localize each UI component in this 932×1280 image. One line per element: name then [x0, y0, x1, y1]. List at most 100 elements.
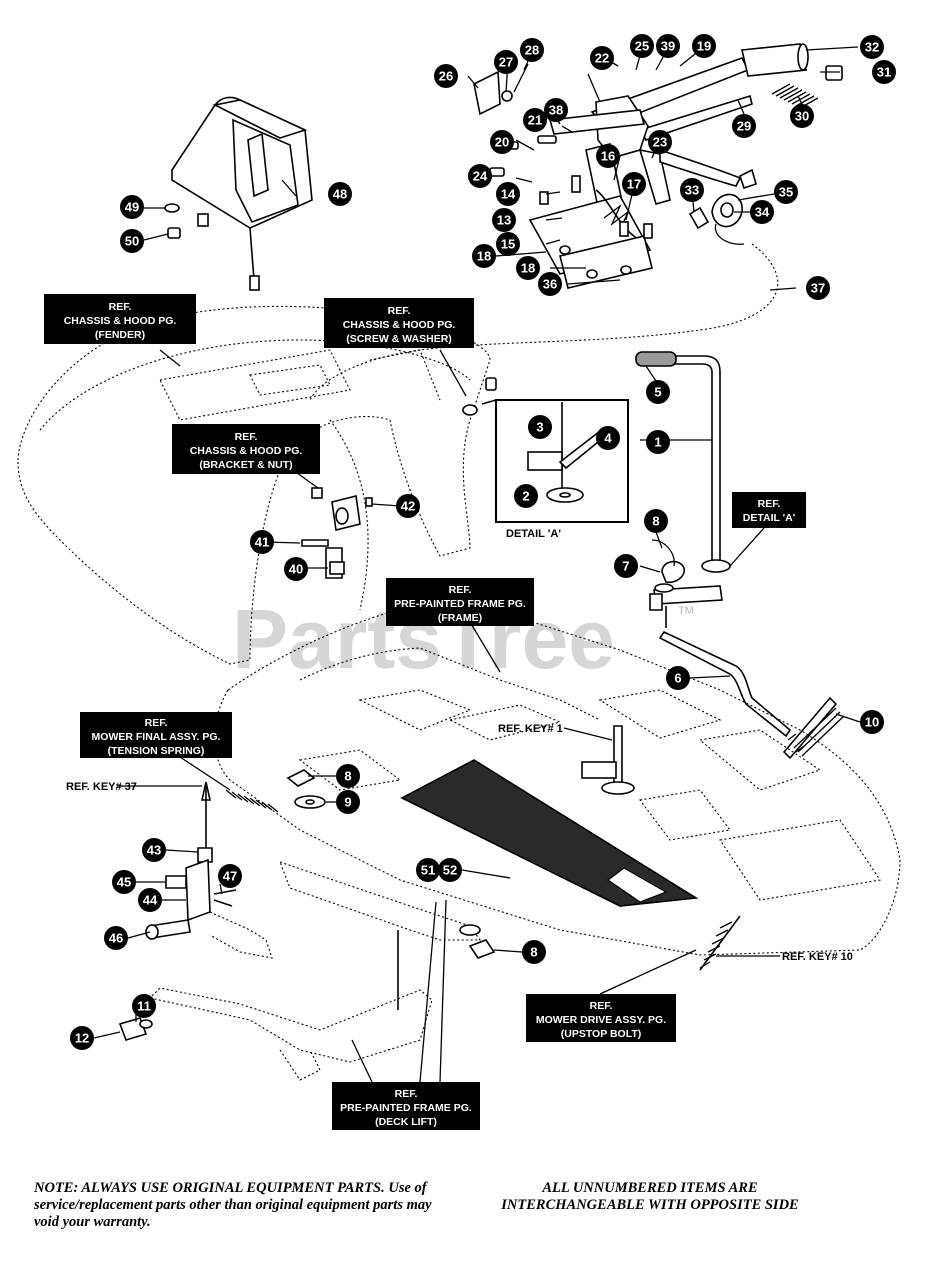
bracket-nut-parts	[301, 377, 497, 579]
svg-text:25: 25	[635, 39, 649, 54]
callout-40: 40	[284, 557, 308, 581]
callout-31: 31	[872, 60, 896, 84]
svg-text:MOWER FINAL ASSY. PG.: MOWER FINAL ASSY. PG.	[92, 731, 221, 743]
ref-key-10-label: REF. KEY# 10	[782, 951, 853, 963]
svg-text:10: 10	[865, 715, 879, 730]
callout-9: 9	[336, 790, 360, 814]
svg-text:(SCREW & WASHER): (SCREW & WASHER)	[346, 333, 452, 345]
ref-key-37-label: REF. KEY# 37	[66, 781, 137, 793]
leader-lines	[93, 45, 861, 1083]
callout-29: 29	[732, 114, 756, 138]
svg-text:CHASSIS & HOOD PG.: CHASSIS & HOOD PG.	[64, 315, 177, 327]
svg-text:33: 33	[685, 183, 699, 198]
footer-interchange-note: ALL UNNUMBERED ITEMS ARE INTERCHANGEABLE…	[501, 1180, 799, 1213]
ref-key-1-lever	[581, 725, 635, 795]
callout-27: 27	[494, 50, 518, 74]
svg-text:5: 5	[654, 385, 661, 400]
footer-note: NOTE: ALWAYS USE ORIGINAL EQUIPMENT PART…	[34, 1180, 432, 1230]
svg-text:26: 26	[439, 69, 453, 84]
callout-18b: 18	[516, 256, 540, 280]
svg-text:20: 20	[495, 135, 509, 150]
callout-3: 3	[528, 415, 552, 439]
callout-43: 43	[142, 838, 166, 862]
svg-text:REF.: REF.	[758, 498, 781, 510]
ref-box-bracket-nut: REF. CHASSIS & HOOD PG. (BRACKET & NUT)	[172, 424, 320, 474]
svg-text:51: 51	[421, 863, 435, 878]
svg-text:CHASSIS & HOOD PG.: CHASSIS & HOOD PG.	[190, 445, 303, 457]
callout-20: 20	[490, 130, 514, 154]
callout-48: 48	[328, 182, 352, 206]
svg-text:35: 35	[779, 185, 793, 200]
callout-45: 45	[112, 870, 136, 894]
callout-8a: 8	[644, 509, 668, 533]
svg-text:47: 47	[223, 869, 237, 884]
svg-text:31: 31	[877, 65, 891, 80]
svg-text:4: 4	[604, 431, 612, 446]
svg-text:17: 17	[627, 177, 641, 192]
ref-box-fender: REF. CHASSIS & HOOD PG. (FENDER)	[44, 294, 196, 344]
svg-text:CHASSIS & HOOD PG.: CHASSIS & HOOD PG.	[343, 319, 456, 331]
lift-rod	[658, 630, 845, 760]
svg-text:21: 21	[528, 113, 542, 128]
svg-text:13: 13	[497, 213, 511, 228]
callout-35: 35	[774, 180, 798, 204]
svg-text:44: 44	[143, 893, 158, 908]
svg-text:23: 23	[653, 135, 667, 150]
callout-15: 15	[496, 232, 520, 256]
svg-text:46: 46	[109, 931, 123, 946]
svg-text:(FENDER): (FENDER)	[95, 329, 145, 341]
callout-25: 25	[630, 34, 654, 58]
svg-text:(BRACKET & NUT): (BRACKET & NUT)	[199, 459, 292, 471]
svg-text:15: 15	[501, 237, 515, 252]
svg-text:37: 37	[811, 281, 825, 296]
ref-box-detail-a: REF. DETAIL 'A'	[732, 492, 806, 528]
svg-text:19: 19	[697, 39, 711, 54]
callout-2: 2	[514, 484, 538, 508]
callout-51: 51	[416, 858, 440, 882]
callout-44: 44	[138, 888, 162, 912]
svg-text:1: 1	[654, 435, 661, 450]
callout-8c: 8	[522, 940, 546, 964]
ref-box-deck-lift: REF. PRE-PAINTED FRAME PG. (DECK LIFT)	[332, 1082, 480, 1130]
svg-text:9: 9	[344, 795, 351, 810]
shift-console	[164, 96, 313, 291]
svg-text:40: 40	[289, 562, 303, 577]
callout-32: 32	[860, 35, 884, 59]
svg-text:(FRAME): (FRAME)	[438, 612, 482, 624]
svg-text:REF.: REF.	[449, 584, 472, 596]
callout-24: 24	[468, 164, 492, 188]
callout-8b: 8	[336, 764, 360, 788]
svg-text:28: 28	[525, 43, 539, 58]
callout-10: 10	[860, 710, 884, 734]
svg-text:11: 11	[137, 999, 151, 1014]
callout-13: 13	[492, 208, 516, 232]
svg-text:49: 49	[125, 200, 139, 215]
callout-18a: 18	[472, 244, 496, 268]
detail-a-panel: DETAIL 'A'	[495, 399, 629, 540]
callout-47: 47	[218, 864, 242, 888]
fender-outline	[17, 305, 491, 665]
cable-37-outline	[309, 243, 779, 401]
callout-37: 37	[806, 276, 830, 300]
svg-text:48: 48	[333, 187, 347, 202]
callout-41: 41	[250, 530, 274, 554]
frame-outline	[214, 597, 901, 956]
svg-text:29: 29	[737, 119, 751, 134]
svg-text:2: 2	[522, 489, 529, 504]
callout-33: 33	[680, 178, 704, 202]
svg-text:MOWER DRIVE ASSY. PG.: MOWER DRIVE ASSY. PG.	[536, 1014, 666, 1026]
ref-key-1-label: REF. KEY# 1	[498, 723, 563, 735]
deck-lift-assembly	[118, 769, 496, 1081]
svg-text:PRE-PAINTED FRAME PG.: PRE-PAINTED FRAME PG.	[394, 598, 526, 610]
deck-plate	[400, 759, 699, 907]
svg-text:18: 18	[477, 249, 491, 264]
ref-box-frame: REF. PRE-PAINTED FRAME PG. (FRAME)	[386, 578, 534, 626]
ref-box-tension-spring: REF. MOWER FINAL ASSY. PG. (TENSION SPRI…	[80, 712, 232, 758]
svg-text:27: 27	[499, 55, 513, 70]
callout-6: 6	[666, 666, 690, 690]
trademark-mark: TM	[678, 605, 694, 617]
svg-text:52: 52	[443, 863, 457, 878]
svg-text:14: 14	[501, 187, 516, 202]
callout-42: 42	[396, 494, 420, 518]
